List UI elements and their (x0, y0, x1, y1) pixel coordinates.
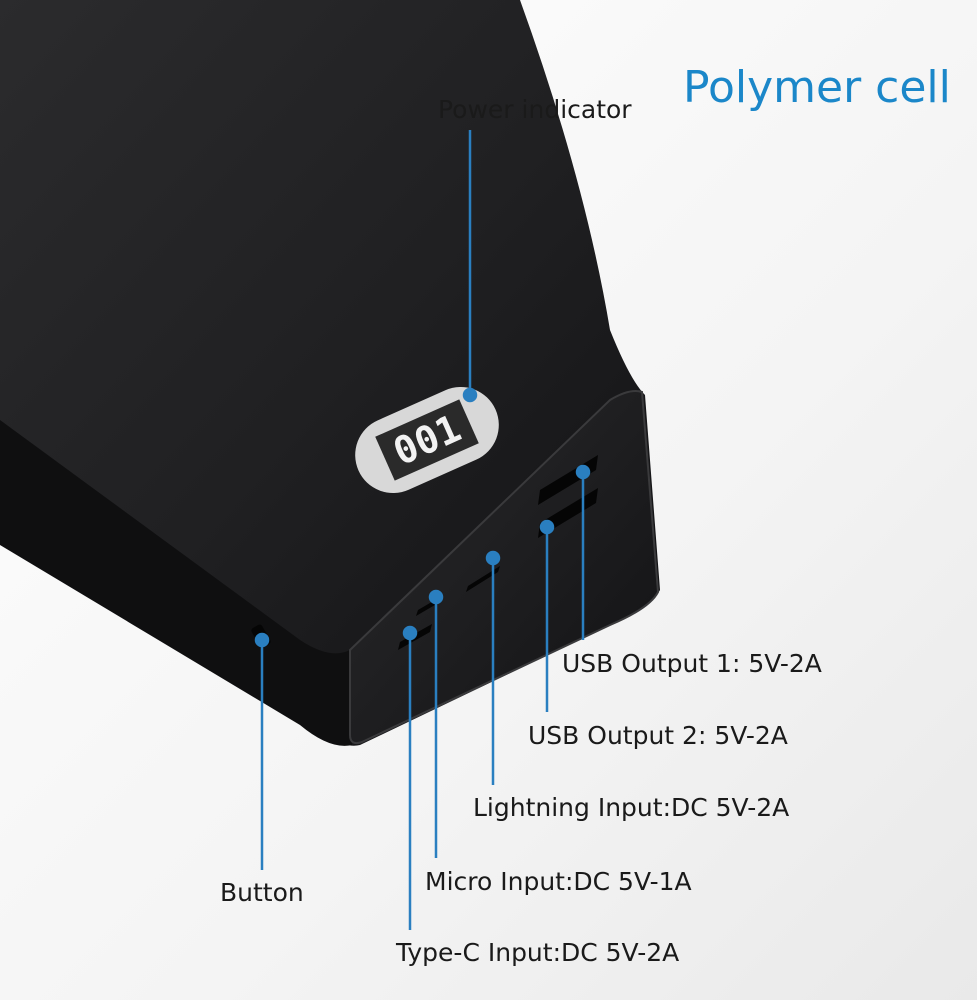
label-button: Button (220, 878, 304, 907)
label-lightning-input: Lightning Input:DC 5V-2A (473, 793, 789, 822)
callout-lines (254, 130, 591, 930)
power-indicator-display: 001 (355, 386, 499, 494)
title: Polymer cell (683, 62, 951, 113)
label-usb-output-1: USB Output 1: 5V-2A (562, 649, 822, 678)
label-power-indicator: Power indicator (438, 95, 632, 124)
lightning-port (466, 566, 500, 592)
label-usb-output-2: USB Output 2: 5V-2A (528, 721, 788, 750)
side-face (0, 420, 352, 746)
label-micro-input: Micro Input:DC 5V-1A (425, 867, 692, 896)
label-type-c-input: Type-C Input:DC 5V-2A (395, 938, 679, 967)
